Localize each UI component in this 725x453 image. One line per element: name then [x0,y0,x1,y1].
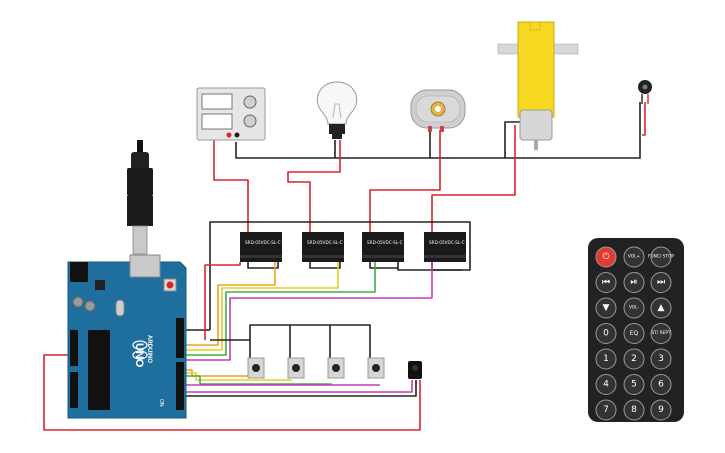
play-pause-icon: ⏯ [630,278,637,288]
push-button-4[interactable] [367,357,385,379]
arduino-brand-label: ARDUINO [146,335,152,363]
remote-button-power[interactable]: ⏻ [595,246,617,268]
remote-button-8[interactable]: 8 [623,399,645,421]
arduino-model-label: UNO [133,343,145,368]
remote-button-play-pause[interactable]: ⏯ [623,272,645,293]
remote-button-2[interactable]: 2 [623,348,645,370]
wire-black-relay-link1[interactable] [247,262,279,269]
prev-icon: ⏮ [602,278,610,288]
remote-button-4[interactable]: 4 [595,374,617,395]
power-icon: ⏻ [602,251,609,262]
remote-button-0[interactable]: 0 [595,323,617,344]
wire-red-motor[interactable] [369,130,441,232]
remote-button-down[interactable]: ▼ [595,297,617,319]
remote-button-eq[interactable]: EQ [623,323,645,344]
wire-yellow-signal[interactable] [180,262,339,351]
remote-button-6-label: 6 [658,380,664,390]
remote-button-st-rept[interactable]: ST/ REPT [650,323,672,344]
wire-black-gearmotor[interactable] [504,121,520,158]
wire-magenta-ir[interactable] [180,380,413,393]
up-icon: ▲ [658,303,665,313]
remote-button-st-rept-label: ST/ REPT [651,330,670,336]
wire-orange-signal[interactable] [180,262,276,346]
wire-black-relay-link3[interactable] [369,262,398,269]
wires [43,102,646,431]
usb-cable-icon[interactable] [127,140,153,255]
next-icon: ⏭ [657,278,665,288]
remote-button-prev[interactable]: ⏮ [595,272,617,293]
dc-motor-icon[interactable] [410,89,466,132]
push-button-3[interactable] [327,357,345,379]
power-supply-icon[interactable] [196,87,266,141]
relay-4[interactable]: SRD-05VDC-SL-C [424,232,466,262]
remote-button-grid: ⏻ VOL+ FUNC/ STOP ⏮ ⏯ ⏭ ▼ VOL- ▲ 0 EQ ST/ REPT 1 2 3 4 5… [595,246,674,421]
relay-2[interactable]: SRD-05VDC-SL-C [302,232,344,262]
relay-1-label: SRD-05VDC-SL-C [245,240,281,245]
relay-2-label: SRD-05VDC-SL-C [307,240,343,245]
relay-3[interactable]: SRD-05VDC-SL-C [362,232,404,262]
remote-button-1-label: 1 [603,354,609,364]
usb-port [129,254,161,278]
arduino-uno-board[interactable]: ARDUINO UNO ON [67,254,187,419]
remote-button-0-label: 0 [603,329,609,339]
light-bulb-icon[interactable] [316,81,358,139]
wire-black-ir[interactable] [180,380,417,397]
wire-red-bulb[interactable] [287,140,341,232]
relay-3-label: SRD-05VDC-SL-C [367,240,403,245]
wire-black-relay-link4[interactable] [431,262,462,271]
relay-row: SRD-05VDC-SL-C SRD-05VDC-SL-C SRD-05VDC-… [240,232,466,262]
down-icon: ▼ [603,303,610,313]
remote-button-5[interactable]: 5 [623,374,645,395]
remote-button-vol-label: VOL+ [628,254,641,260]
push-button-2[interactable] [287,357,305,379]
remote-button-vol-label: VOL- [629,305,640,311]
remote-button-3[interactable]: 3 [650,348,672,370]
remote-button-4-label: 4 [603,380,609,390]
gear-motor-icon[interactable] [497,21,579,150]
wire-black-buttons-top[interactable] [210,324,371,358]
remote-button-func-stop-label: FUNC/ STOP [648,254,674,260]
wire-magenta-signal[interactable] [180,262,433,361]
remote-button-9-label: 9 [658,405,664,415]
relay-1[interactable]: SRD-05VDC-SL-C [240,232,282,262]
wire-red-vibe[interactable] [642,102,646,136]
wire-red-relay-vcc[interactable] [204,262,241,340]
remote-button-8-label: 8 [631,405,637,415]
wire-green-button3[interactable] [180,375,332,385]
wire-black-top[interactable] [235,102,641,159]
wire-red-supply[interactable] [213,134,249,232]
remote-button-eq-label: EQ [630,330,639,337]
relay-4-label: SRD-05VDC-SL-C [429,240,465,245]
remote-button-up[interactable]: ▲ [650,297,672,319]
remote-button-vol[interactable]: VOL+ [623,246,645,268]
wire-red-ir-loop[interactable] [43,354,421,431]
remote-button-9[interactable]: 9 [650,399,672,421]
remote-button-5-label: 5 [631,380,637,390]
wire-red-gearmotor[interactable] [431,125,516,232]
microcontroller-chip [88,330,110,410]
remote-button-6[interactable]: 6 [650,374,672,395]
arduino-onoff-label: ON [158,399,164,407]
remote-button-vol[interactable]: VOL- [623,297,645,319]
remote-button-next[interactable]: ⏭ [650,272,672,293]
push-button-1[interactable] [247,357,265,379]
remote-button-7-label: 7 [603,405,609,415]
remote-button-func-stop[interactable]: FUNC/ STOP [648,246,674,268]
wire-black-relay-link2[interactable] [309,262,341,269]
ir-remote[interactable]: ⏻ VOL+ FUNC/ STOP ⏮ ⏯ ⏭ ▼ VOL- ▲ 0 EQ ST/ REPT 1 2 3 4 5… [588,238,684,422]
wire-green-signal[interactable] [180,262,376,356]
ir-receiver-icon[interactable] [408,361,422,379]
remote-button-1[interactable]: 1 [595,348,617,370]
remote-button-3-label: 3 [658,354,664,364]
power-jack [70,262,88,282]
vibration-motor-icon[interactable] [638,80,652,104]
remote-button-7[interactable]: 7 [595,399,617,421]
remote-button-2-label: 2 [631,354,637,364]
push-button-row [247,357,385,379]
